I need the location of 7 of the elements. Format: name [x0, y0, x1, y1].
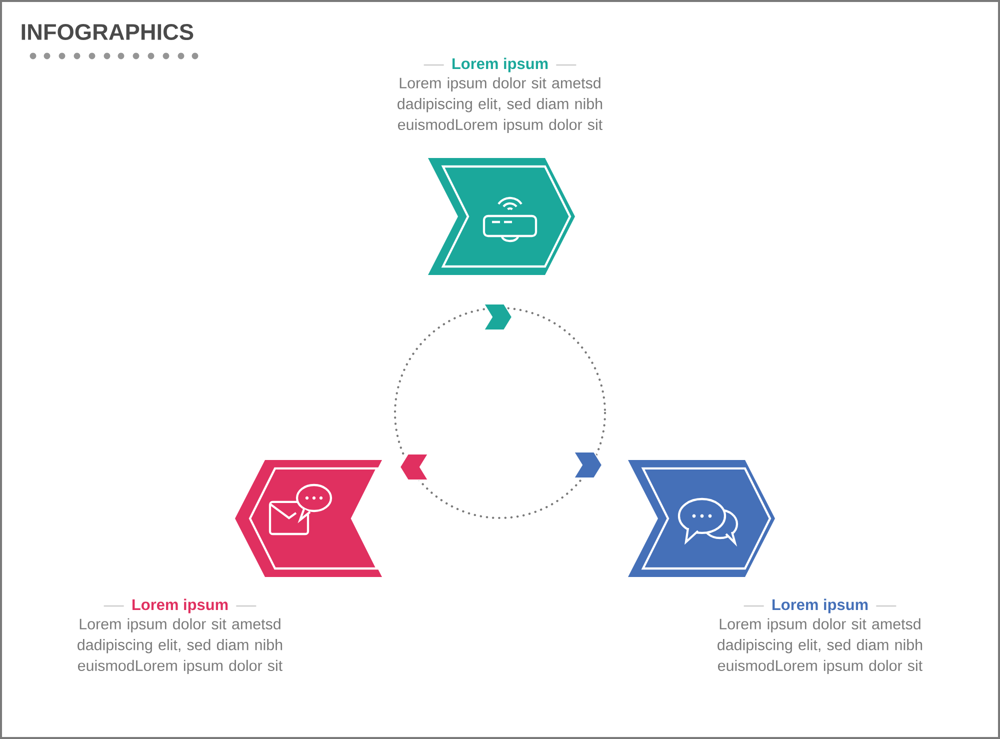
- description: Lorem ipsum dolor sit ametsd dadipiscing elit, sed diam nibh euismodLorem ipsum dolor sit: [78, 618, 282, 674]
- heading: Lorem ipsum: [772, 598, 868, 614]
- title: INFOGRAPHICS: [22, 24, 194, 40]
- description: Lorem ipsum dolor sit ametsd dadipiscing elit, sed diam nibh euismodLorem ipsum dolor sit: [718, 618, 922, 674]
- description: Lorem ipsum dolor sit ametsd dadipiscing elit, sed diam nibh euismodLorem ipsum dolor sit: [398, 77, 602, 134]
- heading: Lorem ipsum: [452, 58, 548, 72]
- heading: Lorem ipsum: [132, 598, 228, 614]
